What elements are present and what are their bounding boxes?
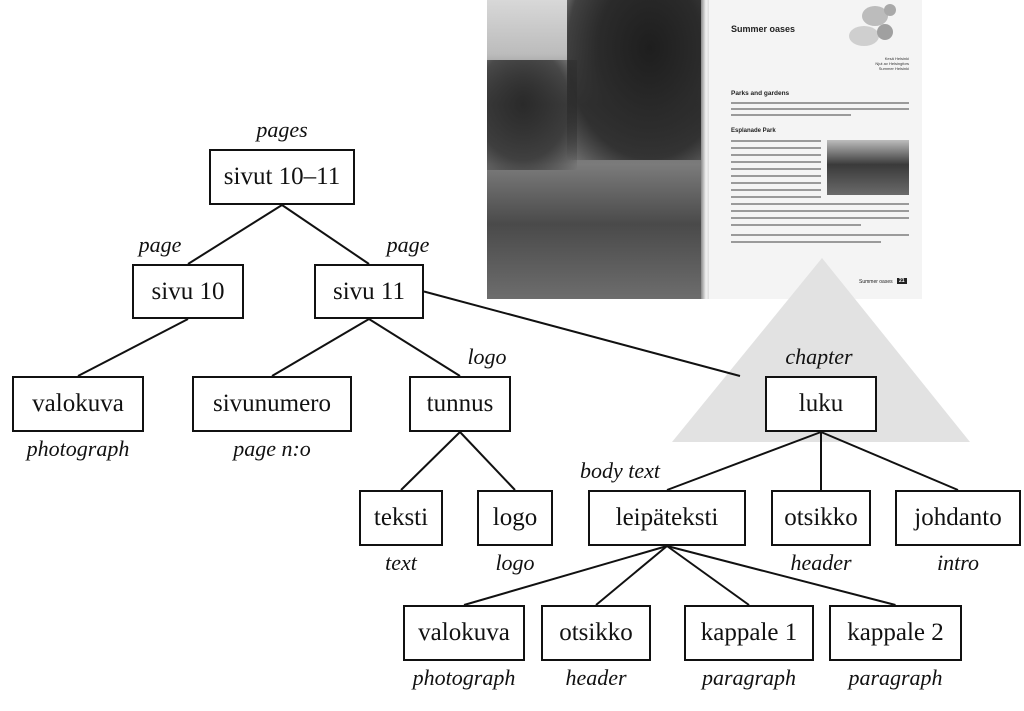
spread-footer: Summer oases xyxy=(859,279,893,285)
page-fold xyxy=(701,0,711,299)
gloss-otsikko1: header xyxy=(790,550,852,575)
edge-tunnus-teksti xyxy=(400,431,461,491)
logo-blob-shape xyxy=(849,26,879,46)
gloss-sivu10: page xyxy=(138,232,182,257)
tree-node-logo: logo xyxy=(477,490,553,546)
spread-title: Summer oases xyxy=(731,24,796,34)
text-line xyxy=(731,175,821,177)
edge-leipateksti-otsikko2 xyxy=(595,545,668,606)
logo-blob-shape xyxy=(862,6,888,26)
spread-section-heading: Parks and gardens xyxy=(731,90,790,97)
text-line xyxy=(731,189,821,191)
text-line xyxy=(731,140,821,142)
tree-node-sivunumero: sivunumero xyxy=(192,376,352,432)
edge-sivut-sivu10 xyxy=(187,204,283,265)
gloss-tunnus: logo xyxy=(467,344,507,369)
gloss-leipateksti: body text xyxy=(579,458,661,483)
text-line xyxy=(731,241,881,243)
text-line xyxy=(731,196,821,198)
gloss-kappale1: paragraph xyxy=(701,665,797,690)
tree-node-johdanto: johdanto xyxy=(895,490,1021,546)
magazine-spread-image: Summer oases Kesä Helsinki Njut av Helsi… xyxy=(487,0,922,299)
logo-blob-shape xyxy=(877,24,893,40)
tree-node-leipateksti: leipäteksti xyxy=(588,490,746,546)
text-line xyxy=(731,224,861,226)
gloss-johdanto: intro xyxy=(937,550,979,575)
tree-node-sivu11: sivu 11 xyxy=(314,264,424,319)
spread-page-number: 21 xyxy=(897,278,907,284)
inset-photograph xyxy=(827,140,909,195)
text-line xyxy=(731,203,909,205)
tree-node-kappale2: kappale 2 xyxy=(829,605,962,661)
spread-text-page: Summer oases Kesä Helsinki Njut av Helsi… xyxy=(709,0,922,299)
text-line xyxy=(731,234,909,236)
gloss-sivu11: page xyxy=(386,232,430,257)
logo-blob-shape xyxy=(884,4,896,16)
text-line xyxy=(731,168,821,170)
tree-node-valokuva2: valokuva xyxy=(403,605,525,661)
edge-sivu11-sivunumero xyxy=(271,318,370,377)
edge-group xyxy=(77,204,959,606)
text-line xyxy=(731,161,821,163)
tree-node-valokuva1: valokuva xyxy=(12,376,144,432)
tree-node-sivu10: sivu 10 xyxy=(132,264,244,319)
gloss-otsikko2: header xyxy=(565,665,627,690)
text-line xyxy=(731,217,909,219)
tree-node-otsikko2: otsikko xyxy=(541,605,651,661)
edge-sivu11-luku xyxy=(423,290,741,377)
tree-node-otsikko1: otsikko xyxy=(771,490,871,546)
tree-node-luku: luku xyxy=(765,376,877,432)
edge-sivu10-valokuva1 xyxy=(77,318,189,377)
tree-foliage-right xyxy=(567,0,705,160)
spread-credit: Summer Helsinki xyxy=(878,66,909,71)
spread-credit: Kesä Helsinki xyxy=(884,56,909,61)
text-line xyxy=(731,154,821,156)
chapter-highlight-triangle xyxy=(672,258,970,442)
text-line xyxy=(731,210,909,212)
spread-subheading: Esplanade Park xyxy=(731,128,776,134)
tree-node-sivut: sivut 10–11 xyxy=(209,149,355,205)
edge-leipateksti-kappale1 xyxy=(666,545,750,606)
spread-credit: Njut av Helsingfors xyxy=(875,61,909,66)
text-line xyxy=(731,182,821,184)
gloss-sivut: pages xyxy=(256,117,308,142)
tree-node-kappale1: kappale 1 xyxy=(684,605,814,661)
text-line xyxy=(731,102,909,104)
edge-tunnus-logo xyxy=(459,431,516,491)
text-line xyxy=(731,108,909,110)
gloss-teksti: text xyxy=(385,550,417,575)
tree-node-teksti: teksti xyxy=(359,490,443,546)
edge-luku-johdanto xyxy=(820,431,959,491)
park-photograph xyxy=(487,0,705,299)
edge-luku-leipateksti xyxy=(666,431,822,491)
edge-sivu11-tunnus xyxy=(368,318,461,377)
edge-leipateksti-kappale2 xyxy=(666,545,896,606)
text-line xyxy=(731,147,821,149)
gloss-logo: logo xyxy=(495,550,535,575)
gloss-luku: chapter xyxy=(785,344,853,369)
edge-leipateksti-valokuva2 xyxy=(463,545,668,606)
text-line xyxy=(731,114,851,116)
gloss-kappale2: paragraph xyxy=(848,665,943,690)
gloss-valokuva2: photograph xyxy=(412,665,516,690)
gloss-valokuva1: photograph xyxy=(26,436,130,461)
gloss-sivunumero: page n:o xyxy=(233,436,311,461)
tree-foliage-left xyxy=(487,60,577,170)
edge-sivut-sivu11 xyxy=(281,204,370,265)
tree-node-tunnus: tunnus xyxy=(409,376,511,432)
